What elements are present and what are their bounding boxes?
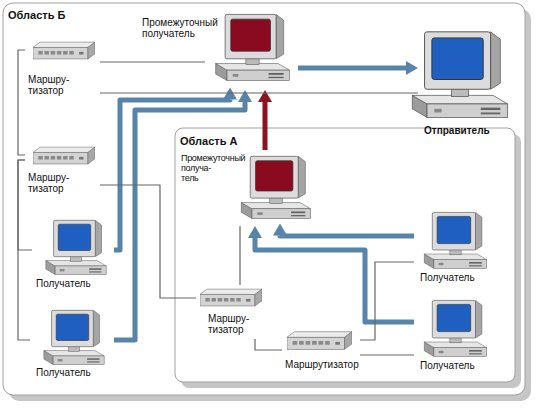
computer-node: Получатель (414, 296, 498, 374)
computer-icon (412, 32, 507, 118)
router-icon (200, 289, 262, 306)
node-label: Промежуточный получа- тель (181, 153, 227, 183)
area-band: Область А Промежуточный получа- тельПолуч… (175, 128, 515, 382)
computer-node: Получатель (32, 216, 114, 294)
router-icon (33, 42, 95, 59)
router-icon (33, 147, 95, 164)
node-label: Маршру- тизатор (208, 313, 253, 335)
computer-node: Получатель (30, 306, 114, 384)
node-label: Промежуточный получатель (142, 17, 212, 39)
network-wire (239, 226, 240, 285)
computer-icon (46, 220, 106, 274)
network-wire (100, 185, 196, 298)
network-wire (18, 160, 32, 250)
router-node: Маршру- тизатор (196, 285, 266, 339)
node-label: Маршру- тизатор (28, 172, 78, 194)
node-label: Получатель (36, 278, 114, 289)
node-label: Маршру- тизатор (28, 74, 78, 96)
computer-icon (216, 14, 290, 80)
area-band: Область БМаршру- тизаторПромежуточный по… (3, 3, 525, 395)
node-label: Получатель (420, 360, 498, 371)
network-wire (255, 339, 282, 350)
network-wire (18, 160, 30, 340)
node-label: Получатель (420, 272, 498, 283)
network-wire (18, 50, 25, 155)
area-heading: Область А (180, 135, 330, 147)
data-flow-arrow (255, 238, 414, 322)
area-panel (3, 3, 525, 395)
node-label: Отправитель (424, 125, 516, 136)
computer-icon (424, 300, 486, 356)
computer-icon (241, 156, 310, 218)
router-icon (287, 332, 352, 350)
router-node: Маршрутизатор (282, 328, 360, 374)
computer-node: Промежуточный получатель (205, 6, 298, 90)
computer-node: Отправитель (418, 26, 518, 141)
network-wire (360, 354, 414, 355)
computer-icon (424, 212, 486, 268)
router-node: Маршру- тизатор (25, 38, 100, 96)
network-wire (100, 61, 205, 62)
data-flow-arrow (298, 66, 406, 71)
node-label: Получатель (36, 367, 114, 378)
network-wire (100, 92, 418, 93)
computer-node: Получатель (414, 208, 498, 286)
node-label: Маршрутизатор (285, 359, 363, 370)
data-flow-arrow (280, 233, 414, 239)
data-flow-arrow (114, 102, 245, 340)
area-heading: Область Б (8, 9, 158, 21)
data-flow-arrow (114, 100, 230, 251)
computer-icon (44, 310, 104, 364)
report-arrow (263, 102, 268, 150)
network-wire (360, 262, 414, 340)
computer-node: Промежуточный получа- тель (232, 150, 312, 226)
router-node: Маршру- тизатор (25, 143, 100, 198)
area-panel (175, 128, 515, 382)
